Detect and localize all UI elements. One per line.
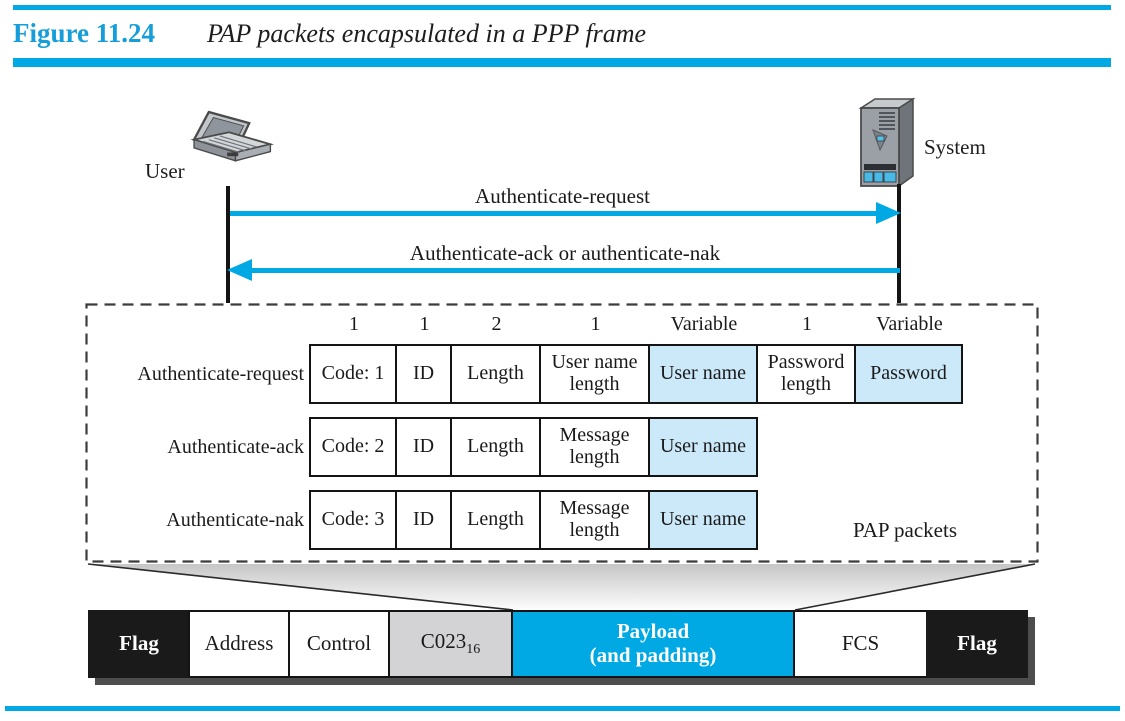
packet-row-authenticate-request: Authenticate-request Code: 1 ID Length U…	[85, 344, 963, 404]
field-size: 1	[590, 313, 601, 335]
packet-row-label: Authenticate-request	[137, 362, 304, 385]
field-cell-shaded: User name	[648, 490, 758, 550]
user-timeline	[226, 186, 230, 303]
field-cell: Message length	[539, 490, 650, 550]
field-cell: Message length	[539, 417, 650, 477]
authenticate-response-label: Authenticate-ack or authenticate-nak	[409, 241, 721, 265]
user-label: User	[145, 159, 185, 183]
authenticate-request-arrow-line	[230, 211, 880, 216]
header-divider-rule	[13, 58, 1111, 67]
system-server-icon	[858, 97, 916, 188]
field-cell: ID	[395, 417, 452, 477]
frame-field-address: Address	[188, 610, 290, 678]
field-cell: Code: 2	[309, 417, 397, 477]
system-timeline	[897, 184, 901, 303]
field-sizes-row: 1 1 2 1 Variable 1 Variable	[311, 313, 963, 336]
arrow-left-head-icon	[227, 259, 252, 281]
encapsulation-funnel	[87, 563, 1036, 611]
user-laptop-icon	[190, 110, 275, 162]
packet-row-authenticate-nak: Authenticate-nak Code: 3 ID Length Messa…	[85, 490, 758, 550]
figure-title: PAP packets encapsulated in a PPP frame	[207, 19, 647, 48]
system-label: System	[924, 135, 986, 159]
frame-field-control: Control	[288, 610, 390, 678]
field-cell: Length	[450, 417, 541, 477]
frame-field-flag: Flag	[88, 610, 190, 678]
field-size: 1	[419, 313, 430, 335]
field-cell: User name length	[539, 344, 650, 404]
top-rule	[13, 5, 1111, 10]
frame-field-fcs: FCS	[793, 610, 928, 678]
bottom-rule	[5, 706, 1120, 711]
ppp-frame: Flag Address Control C02316 Payload (and…	[88, 610, 1028, 678]
frame-field-payload: Payload (and padding)	[511, 610, 795, 678]
pap-packets-dashed-box	[85, 303, 1039, 563]
field-cell-shaded: User name	[648, 417, 758, 477]
field-cell: Length	[450, 344, 541, 404]
field-cell: Code: 1	[309, 344, 397, 404]
frame-field-flag: Flag	[926, 610, 1028, 678]
field-cell: Password length	[756, 344, 856, 404]
authenticate-response-arrow-line	[250, 268, 900, 273]
authenticate-request-label: Authenticate-request	[475, 184, 650, 208]
field-cell: Code: 3	[309, 490, 397, 550]
field-cell-shaded: Password	[854, 344, 963, 404]
field-size: 1	[802, 313, 812, 335]
field-size: 1	[349, 313, 359, 335]
pap-packets-caption: PAP packets	[852, 518, 958, 542]
packet-row-label: Authenticate-ack	[167, 435, 304, 458]
figure-number: Figure 11.24	[13, 18, 156, 48]
field-cell: Length	[450, 490, 541, 550]
frame-field-protocol: C02316	[388, 610, 513, 678]
field-cell-shaded: User name	[648, 344, 758, 404]
field-size: 2	[491, 313, 502, 335]
field-cell: ID	[395, 490, 452, 550]
packet-row-authenticate-ack: Authenticate-ack Code: 2 ID Length Messa…	[85, 417, 758, 477]
arrow-right-head-icon	[876, 202, 901, 224]
field-size: Variable	[876, 313, 943, 335]
field-size: Variable	[670, 313, 738, 335]
packet-row-label: Authenticate-nak	[166, 508, 304, 531]
field-cell: ID	[395, 344, 452, 404]
